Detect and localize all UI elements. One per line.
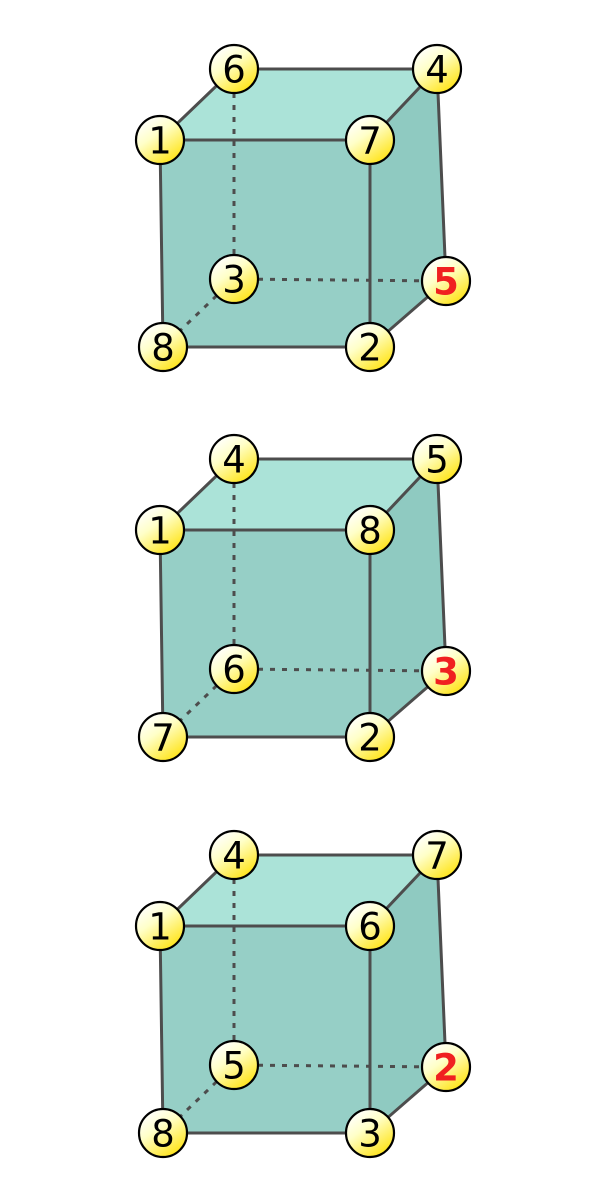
cube-vertex-node[interactable]: 3 [208,253,260,305]
vertex-label: 2 [358,717,382,760]
vertex-circle [137,1107,189,1159]
vertex-label: 5 [433,261,459,304]
cube-vertex-node[interactable]: 7 [411,829,463,881]
vertex-label: 1 [148,510,172,553]
vertex-label: 7 [151,717,175,760]
vertex-circle [344,711,396,763]
vertex-label: 5 [425,439,449,482]
cube-vertex-node[interactable]: 8 [137,321,189,373]
vertex-circle [208,253,260,305]
vertex-circle [344,321,396,373]
vertex-label: 8 [151,1113,175,1156]
vertex-label: 6 [222,649,246,692]
cube-vertex-node[interactable]: 3 [420,645,472,697]
vertex-label: 7 [425,835,449,878]
cube-vertex-node[interactable]: 5 [208,1039,260,1091]
vertex-circle [344,900,396,952]
vertex-circle [208,43,260,95]
vertex-circle [344,504,396,556]
cube-vertex-node[interactable]: 1 [134,114,186,166]
cube-edge [435,67,448,283]
cube-vertex-node[interactable]: 1 [134,900,186,952]
vertex-label: 1 [148,906,172,949]
vertex-label: 5 [222,1045,246,1088]
vertex-circle [411,829,463,881]
cube-vertex-node[interactable]: 1 [134,504,186,556]
vertex-circle [208,1039,260,1091]
vertex-circle [134,900,186,952]
cube-edge [435,457,448,673]
cube-diagram-1: 1 6 47 8 3 5 2 [134,43,472,373]
vertex-label: 8 [358,510,382,553]
vertex-circle [411,43,463,95]
cube-edge [158,924,165,1135]
vertex-label: 1 [148,120,172,163]
vertex-label: 2 [433,1047,459,1090]
cube-vertex-node[interactable]: 6 [208,43,260,95]
cube-vertex-node[interactable]: 3 [344,1107,396,1159]
vertex-circle [420,255,472,307]
vertex-circle [208,829,260,881]
cube-vertex-node[interactable]: 7 [137,711,189,763]
cube-vertex-node[interactable]: 7 [344,114,396,166]
vertex-circle [137,321,189,373]
vertex-circle [420,1041,472,1093]
cube-vertex-node[interactable]: 5 [420,255,472,307]
cube-edge [158,138,165,349]
vertex-label: 7 [358,120,382,163]
vertex-circle [134,504,186,556]
vertex-label: 4 [425,49,449,92]
cube-vertex-node[interactable]: 6 [208,643,260,695]
cube-face-front [160,926,370,1133]
vertex-circle [134,114,186,166]
vertex-circle [411,433,463,485]
vertex-label: 2 [358,327,382,370]
vertex-label: 6 [222,49,246,92]
cube-vertex-node[interactable]: 8 [137,1107,189,1159]
cube-vertex-node[interactable]: 5 [411,433,463,485]
vertex-label: 6 [358,906,382,949]
cube-face-front [160,530,370,737]
vertex-label: 3 [222,259,246,302]
cube-vertex-node[interactable]: 4 [208,433,260,485]
cube-edge [158,528,165,739]
vertex-label: 4 [222,439,246,482]
vertex-label: 3 [433,651,459,694]
vertex-circle [208,643,260,695]
vertex-label: 8 [151,327,175,370]
cube-diagram-2: 1 4 58 7 6 3 2 [134,433,472,763]
cube-vertex-node[interactable]: 2 [344,321,396,373]
cube-vertex-node[interactable]: 8 [344,504,396,556]
cube-vertex-node[interactable]: 2 [420,1041,472,1093]
vertex-circle [344,1107,396,1159]
cube-edge [435,853,448,1069]
vertex-label: 4 [222,835,246,878]
vertex-circle [420,645,472,697]
vertex-label: 3 [358,1113,382,1156]
vertex-circle [344,114,396,166]
cube-face-front [160,140,370,347]
cube-vertex-node[interactable]: 6 [344,900,396,952]
vertex-circle [137,711,189,763]
cube-vertex-node[interactable]: 2 [344,711,396,763]
cube-vertex-node[interactable]: 4 [208,829,260,881]
vertex-circle [208,433,260,485]
cube-vertex-node[interactable]: 4 [411,43,463,95]
cube-diagram-3: 1 4 76 8 5 2 3 [134,829,472,1159]
